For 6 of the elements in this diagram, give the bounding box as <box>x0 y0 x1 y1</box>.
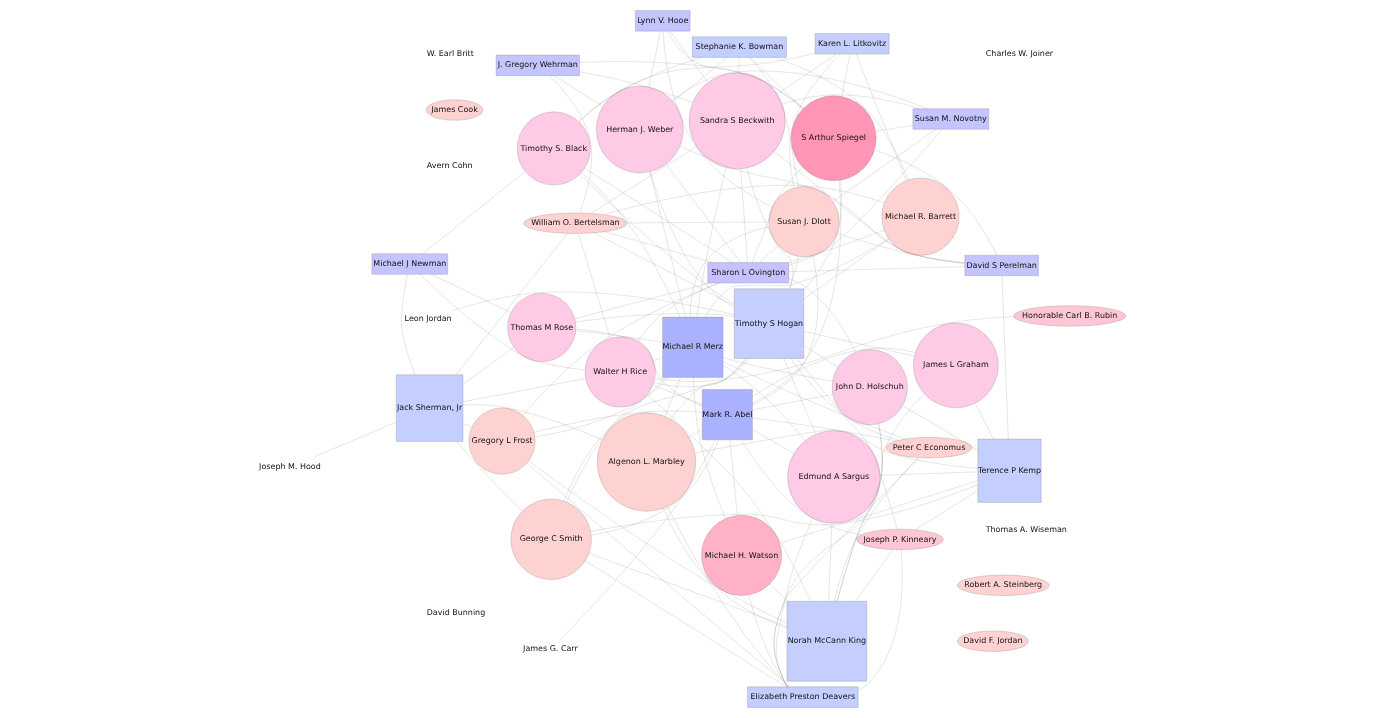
connector <box>774 57 909 181</box>
connector <box>688 429 702 438</box>
connector <box>462 423 472 428</box>
connector <box>746 167 793 289</box>
connector <box>873 149 997 256</box>
connector <box>462 404 602 441</box>
